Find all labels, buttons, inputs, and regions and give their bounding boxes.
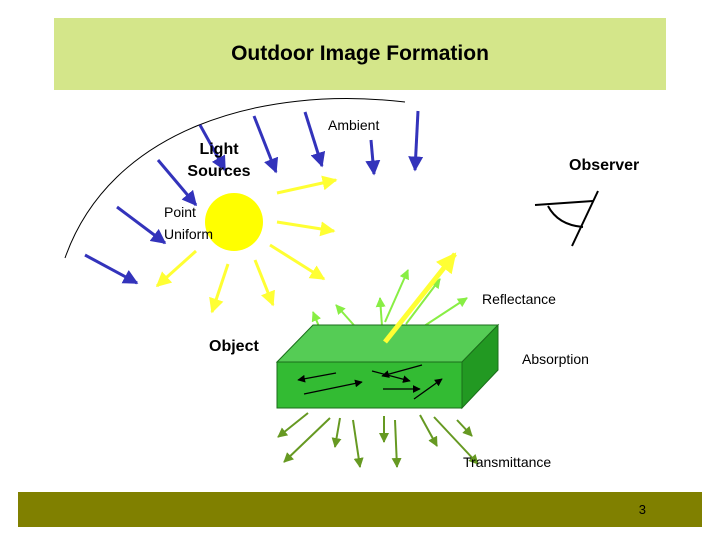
transmit-ray [433, 416, 479, 465]
object-front-face [276, 361, 463, 409]
reflect-ray [405, 278, 441, 325]
ambient-ray [408, 110, 424, 172]
page-number: 3 [638, 502, 646, 517]
transmit-ray [277, 412, 309, 438]
transmit-ray [419, 414, 438, 447]
absorb-arrow [413, 378, 443, 400]
ambient-ray [156, 159, 198, 207]
transmitted-rays [277, 412, 479, 468]
observer-icon [534, 190, 599, 247]
sun-ray [269, 243, 326, 281]
absorb-arrow [303, 379, 363, 395]
ambient-rays [84, 110, 424, 285]
ambient-ray [198, 124, 227, 172]
absorb-arrow [297, 372, 337, 383]
transmit-ray [352, 419, 364, 468]
sun-ray [209, 263, 230, 314]
ambient-ray [84, 253, 139, 285]
label-light-sources-line2: Sources [187, 163, 251, 180]
transmit-ray [283, 417, 331, 463]
footer-bar: 3 [18, 492, 702, 527]
sun-ray [155, 249, 198, 288]
label-absorption: Absorption [522, 351, 589, 367]
absorb-arrow [371, 370, 411, 383]
label-uniform: Uniform [164, 226, 214, 242]
label-light-sources: Light Sources [178, 139, 260, 183]
reflect-ray [375, 297, 386, 327]
sun-ray [253, 259, 275, 307]
label-light-sources-line1: Light [199, 141, 239, 158]
absorption-arrows [297, 364, 443, 400]
sun-rays [155, 175, 338, 314]
absorb-arrow [381, 364, 423, 378]
title-bar: Outdoor Image Formation [54, 18, 666, 90]
label-object: Object [209, 338, 259, 355]
transmit-ray [456, 419, 473, 437]
object-top-face [275, 324, 500, 363]
sun-ray [276, 175, 338, 195]
label-point: Point [164, 204, 196, 220]
transmit-ray [391, 419, 402, 468]
slide-title: Outdoor Image Formation [231, 42, 489, 65]
ambient-ray [303, 111, 326, 168]
label-ambient: Ambient [328, 117, 380, 133]
ambient-ray [116, 205, 167, 245]
ambient-ray [365, 139, 381, 176]
object-box [275, 323, 500, 410]
sun-ray [276, 220, 336, 237]
label-transmittance: Transmittance [463, 454, 552, 470]
transmit-ray [331, 417, 342, 448]
label-observer: Observer [569, 157, 640, 174]
incident-ray [383, 252, 457, 344]
reflect-ray [384, 269, 409, 323]
sky-arc [64, 98, 406, 259]
sun [205, 193, 263, 251]
ambient-ray [252, 115, 279, 174]
label-reflectance: Reflectance [482, 291, 556, 307]
